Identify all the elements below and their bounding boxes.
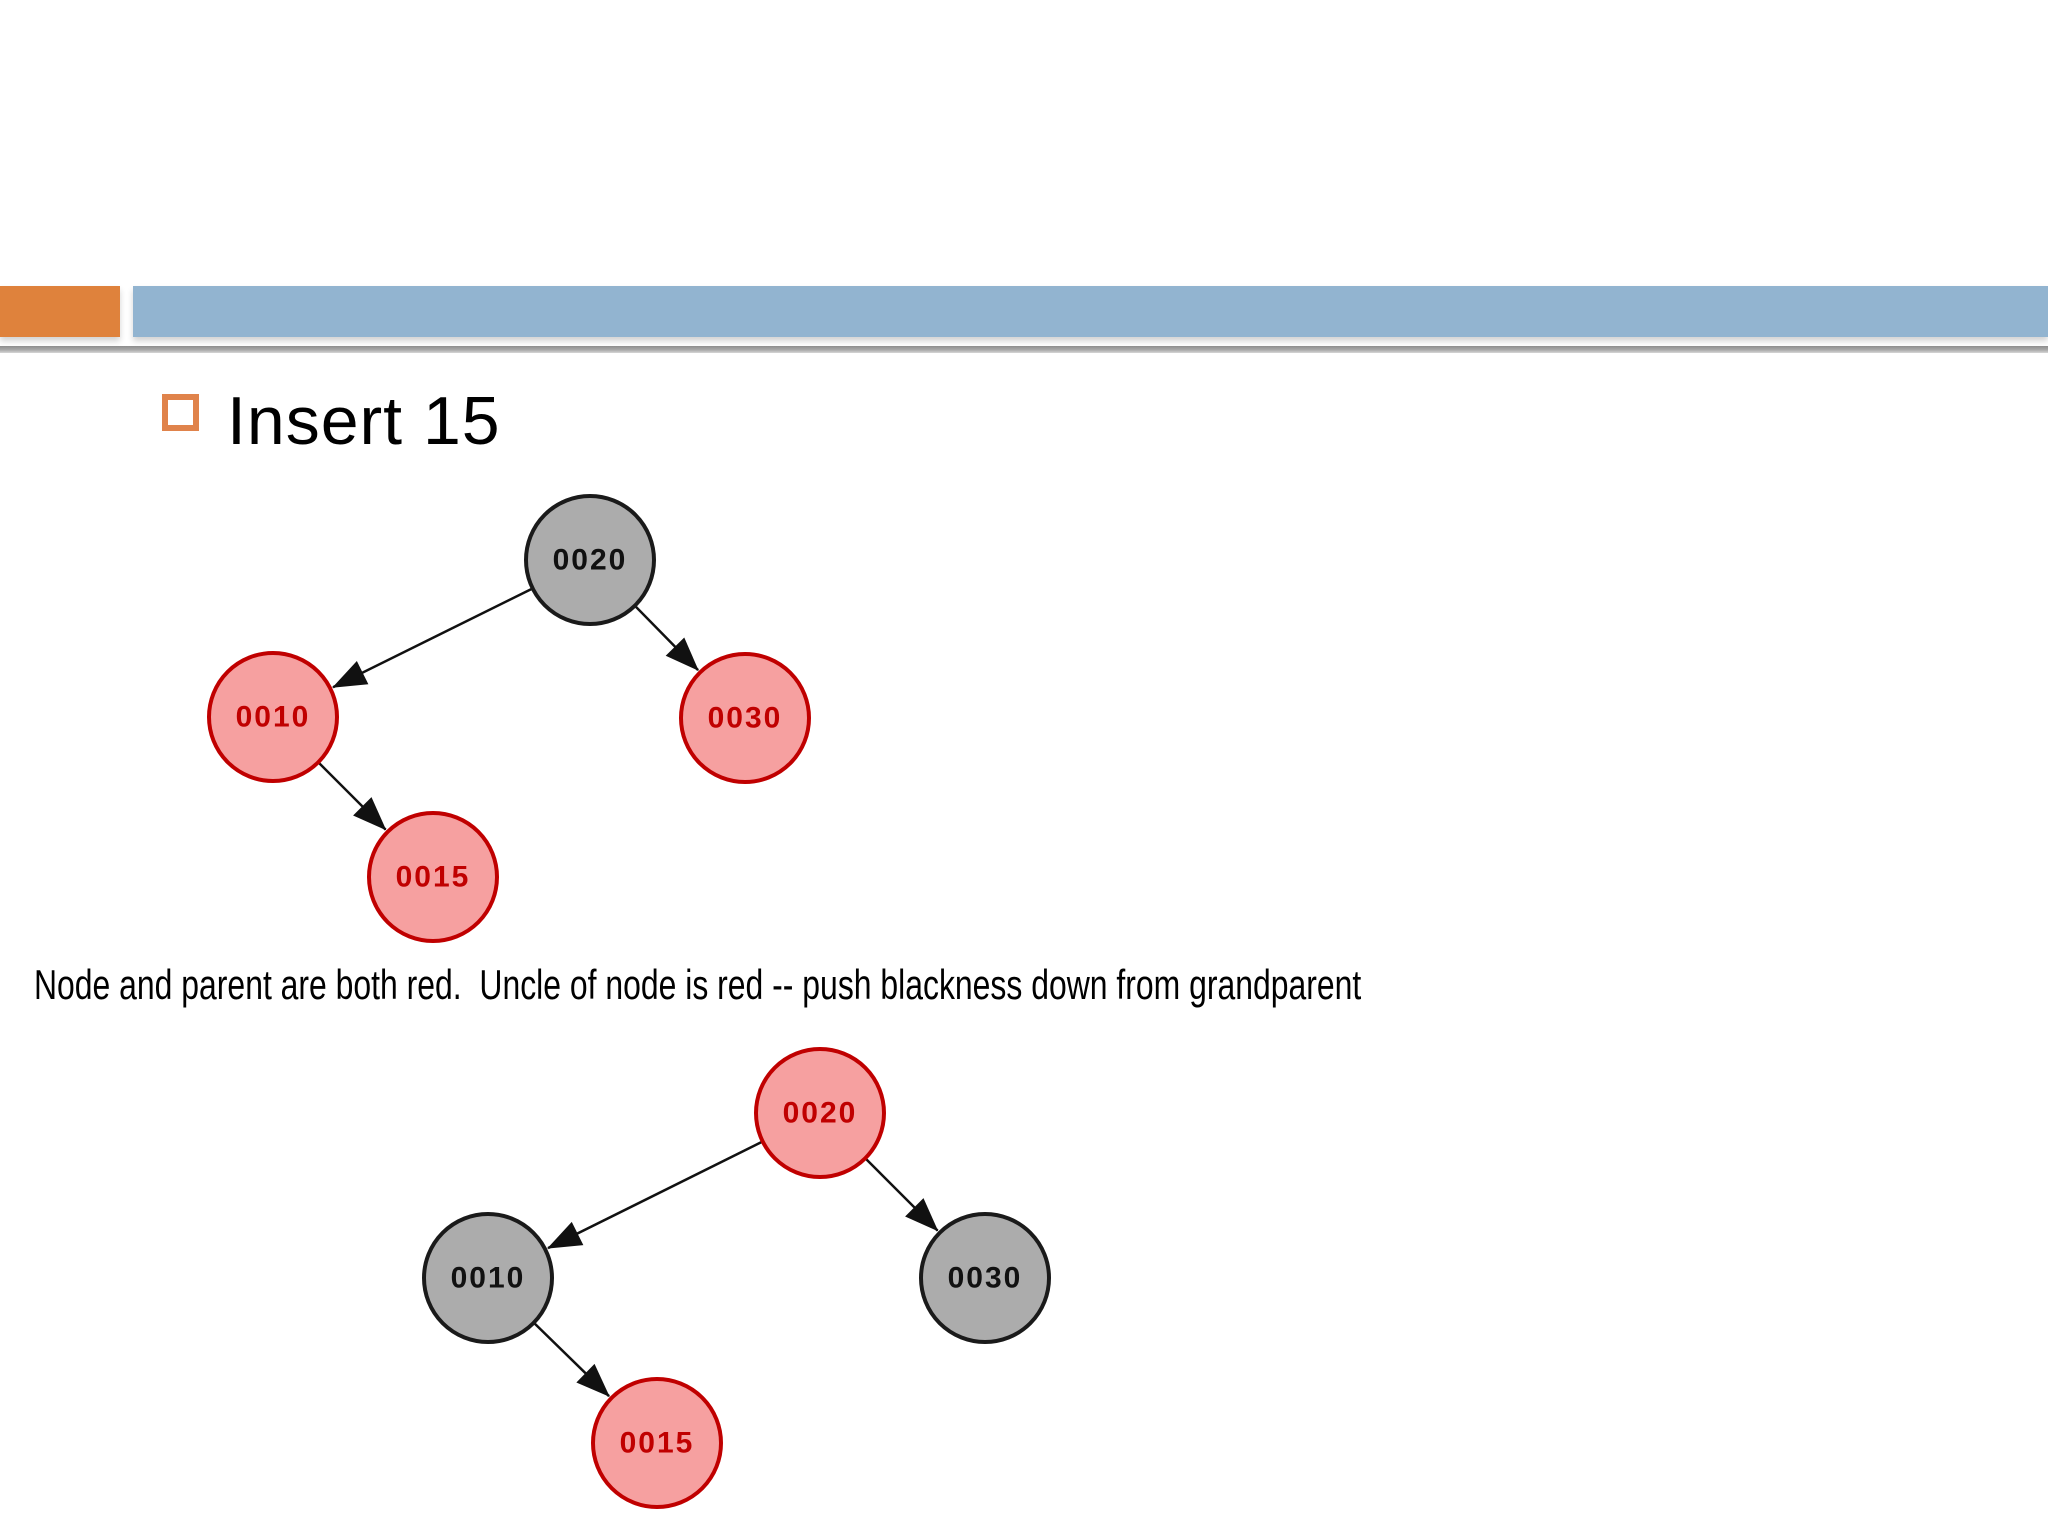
tree-edge-arrow [532, 1321, 610, 1398]
tree-after-node-0015: 0015 [591, 1377, 723, 1509]
tree-before-node-0030: 0030 [679, 652, 811, 784]
header-orange-block [0, 286, 120, 337]
node-circle [919, 1212, 1051, 1344]
node-circle [754, 1047, 886, 1179]
tree-edge-arrow [316, 760, 387, 831]
tree-after-node-0020: 0020 [754, 1047, 886, 1179]
node-circle [207, 651, 339, 783]
tree-after: 0020 0010 0030 0015 [422, 1047, 1051, 1509]
tree-edge-arrow [547, 1139, 765, 1250]
node-label: 0015 [396, 861, 471, 894]
node-label: 0020 [553, 544, 628, 577]
tree-edge-arrow [332, 586, 535, 689]
tree-before: 0020 0010 0030 0015 [207, 494, 811, 943]
tree-edge-arrow [863, 1156, 939, 1232]
node-circle [591, 1377, 723, 1509]
node-circle [524, 494, 656, 626]
node-circle [422, 1212, 554, 1344]
node-label: 0010 [451, 1262, 526, 1295]
tree-before-node-0020: 0020 [524, 494, 656, 626]
tree-after-node-0030: 0030 [919, 1212, 1051, 1344]
node-label: 0030 [708, 702, 783, 735]
tree-after-node-0010: 0010 [422, 1212, 554, 1344]
tree-before-node-0015: 0015 [367, 811, 499, 943]
header-shadow-line [0, 346, 2048, 353]
node-circle [367, 811, 499, 943]
explanation-text: Node and parent are both red. Uncle of n… [34, 961, 1362, 1008]
header-blue-bar [133, 286, 2048, 337]
node-circle [679, 652, 811, 784]
bullet-square-icon [162, 394, 199, 431]
node-label: 0015 [620, 1427, 695, 1460]
slide-title: Insert 15 [227, 383, 501, 459]
tree-before-node-0010: 0010 [207, 651, 339, 783]
node-label: 0020 [783, 1097, 858, 1130]
node-label: 0030 [948, 1262, 1023, 1295]
tree-edge-arrow [633, 604, 699, 672]
node-label: 0010 [236, 701, 311, 734]
